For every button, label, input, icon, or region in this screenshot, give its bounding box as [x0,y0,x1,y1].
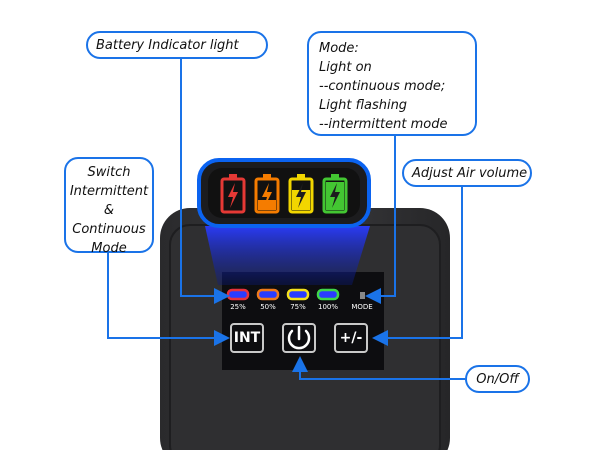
adjust-air-button[interactable]: +/- [334,323,368,353]
battery-green-icon [322,174,348,214]
level-label-25: 25% [230,303,246,311]
battery-yellow-icon [288,174,314,214]
battery-red-icon [220,174,246,214]
callout-line: Continuous [72,222,146,237]
light-beam [205,226,370,285]
mode-led [360,292,365,299]
mode-callout-line [365,136,396,304]
connector-lines [107,59,465,380]
callout-line: Switch [87,165,131,180]
air-volume-callout: Adjust Air volume [402,159,532,187]
led-75 [286,288,310,301]
level-label-50: 50% [260,303,276,311]
callout-line: Mode: [319,41,359,56]
led-25 [226,288,250,301]
battery-callout-line [180,59,230,304]
callout-line: Light on [319,60,372,75]
battery-indicator-display [197,158,371,228]
led-row [226,288,365,301]
callout-line: & [103,203,115,218]
mode-callout: Mode: Light on --continuous mode; Light … [307,31,477,136]
switch-callout-line [107,253,230,346]
callout-text: Battery Indicator light [96,38,239,53]
callout-line: --continuous mode; [319,79,446,94]
level-label-75: 75% [290,303,306,311]
callout-line: Mode [91,241,127,256]
on-off-callout: On/Off [465,365,530,393]
onoff-callout-line [292,356,465,380]
power-button[interactable] [282,323,316,353]
power-icon [287,325,311,350]
callout-text: Adjust Air volume [412,166,528,181]
callout-line: Light flashing [319,98,408,113]
callout-line: --intermittent mode [319,117,448,132]
led-100 [316,288,340,301]
callout-line: Intermittent [69,184,149,199]
callout-text: On/Off [476,372,519,387]
led-50 [256,288,280,301]
battery-indicator-callout: Battery Indicator light [86,31,268,59]
switch-mode-callout: Switch Intermittent & Continuous Mode [64,157,154,256]
battery-orange-icon [254,174,280,214]
mode-label: MODE [351,303,373,311]
level-label-100: 100% [317,303,338,311]
int-button[interactable]: INT [230,323,264,353]
air-callout-line [372,187,463,346]
